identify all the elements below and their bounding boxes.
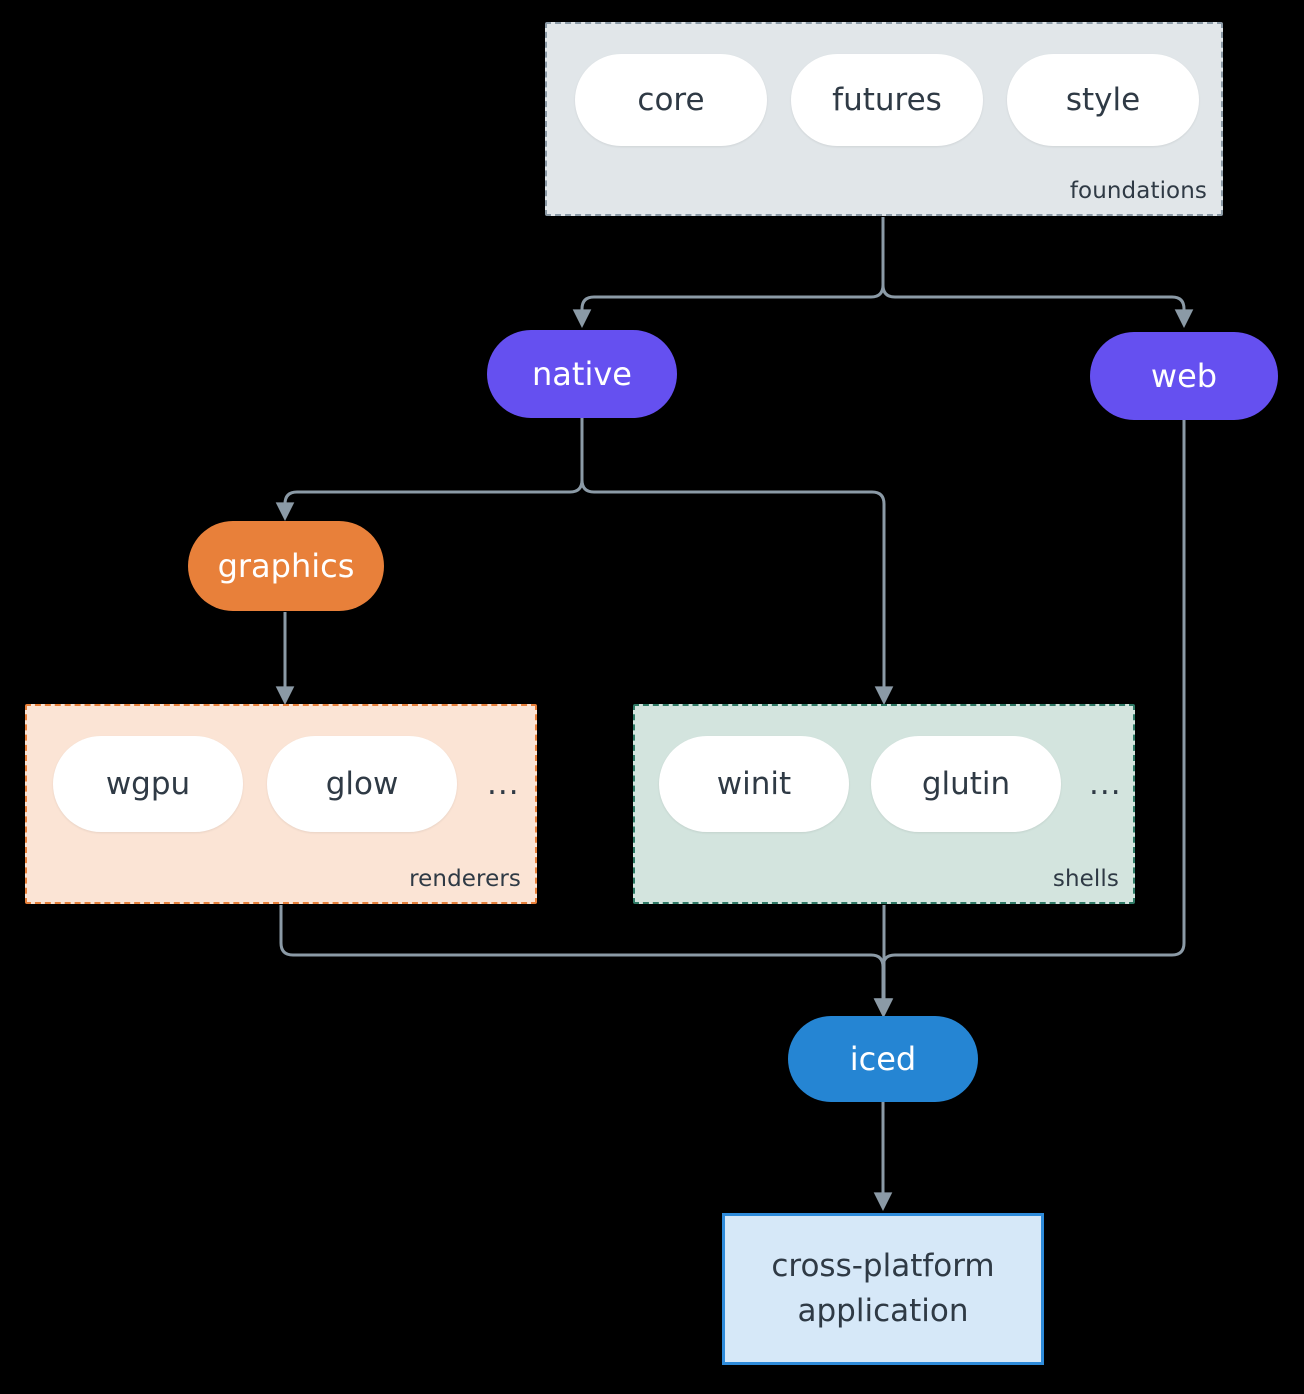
edge-renderers-iced <box>279 905 893 1018</box>
node-glow-label: glow <box>325 766 399 802</box>
node-iced[interactable]: iced <box>788 1016 978 1102</box>
group-foundations-label: foundations <box>1069 178 1207 204</box>
node-glutin[interactable]: glutin <box>871 736 1061 832</box>
group-renderers: wgpu glow ... renderers <box>25 704 537 904</box>
edge-native-shells <box>580 418 894 706</box>
group-shells-label: shells <box>1052 866 1119 892</box>
node-iced-label: iced <box>849 1040 917 1078</box>
node-native[interactable]: native <box>487 330 677 418</box>
node-futures-label: futures <box>832 82 942 118</box>
node-wgpu-label: wgpu <box>105 766 191 802</box>
shells-items: winit glutin ... <box>659 736 1128 832</box>
node-glutin-label: glutin <box>921 766 1011 802</box>
node-graphics[interactable]: graphics <box>188 521 384 611</box>
foundations-items: core futures style <box>575 54 1199 146</box>
node-wgpu[interactable]: wgpu <box>53 736 243 832</box>
node-application[interactable]: cross-platform application <box>722 1213 1044 1365</box>
application-line-2: application <box>797 1293 969 1329</box>
node-glow[interactable]: glow <box>267 736 457 832</box>
node-native-label: native <box>532 355 632 393</box>
node-core-label: core <box>637 82 705 118</box>
node-style-label: style <box>1065 82 1141 118</box>
node-web-label: web <box>1150 357 1218 395</box>
shells-ellipsis: ... <box>1089 766 1122 802</box>
node-web[interactable]: web <box>1090 332 1278 420</box>
node-winit-label: winit <box>716 766 792 802</box>
node-core[interactable]: core <box>575 54 767 146</box>
node-winit[interactable]: winit <box>659 736 849 832</box>
edge-foundations-native <box>572 217 885 329</box>
edge-foundations-web <box>881 217 1194 329</box>
edge-native-graphics <box>275 418 584 522</box>
renderers-items: wgpu glow ... <box>53 736 526 832</box>
group-shells: winit glutin ... shells <box>633 704 1135 904</box>
group-foundations: core futures style foundations <box>545 22 1223 216</box>
node-style[interactable]: style <box>1007 54 1199 146</box>
node-futures[interactable]: futures <box>791 54 983 146</box>
node-graphics-label: graphics <box>217 547 355 585</box>
application-line-1: cross-platform <box>771 1248 995 1285</box>
group-renderers-label: renderers <box>409 866 521 892</box>
renderers-ellipsis: ... <box>487 766 520 802</box>
